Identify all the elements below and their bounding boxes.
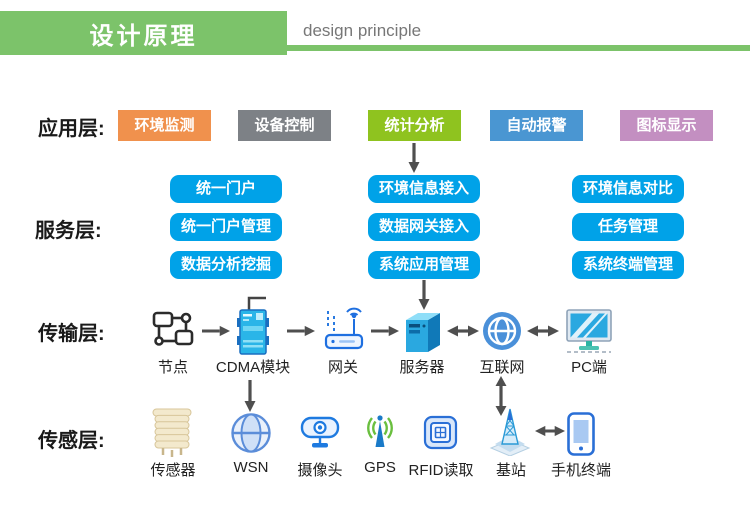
- sensing-layer-label: 传感层:: [38, 430, 105, 452]
- svc-btn-unified-portal: 统一门户: [170, 175, 282, 203]
- svc-btn-task-mgmt: 任务管理: [572, 213, 684, 241]
- internet-globe-icon: [483, 312, 521, 350]
- sensing-item-label: 基站: [495, 462, 526, 479]
- page-title-block: 设计原理: [0, 11, 287, 55]
- page-title: 设计原理: [89, 22, 198, 50]
- sensor-icon: [152, 408, 192, 457]
- svc-btn-env-info-access: 环境信息接入: [368, 175, 480, 203]
- sensing-item-label: GPS: [364, 459, 396, 476]
- app-box-icon-display: 图标显示: [620, 110, 713, 141]
- transport-item-label: CDMA模块: [215, 359, 291, 376]
- cdma-module-icon: [237, 296, 269, 355]
- service-layer-label: 服务层:: [35, 220, 102, 242]
- header-underline: [287, 45, 750, 51]
- camera-icon: [300, 416, 340, 448]
- transport-item-label: 服务器: [399, 359, 445, 376]
- svc-btn-data-mining: 数据分析挖掘: [170, 251, 282, 279]
- svc-btn-sys-app-mgmt: 系统应用管理: [368, 251, 480, 279]
- transport-item-label: 互联网: [479, 359, 525, 376]
- svc-btn-terminal-mgmt: 系统终端管理: [572, 251, 684, 279]
- application-layer-label: 应用层:: [38, 118, 105, 140]
- sensing-item-label: 摄像头: [297, 462, 343, 479]
- svc-btn-portal-mgmt: 统一门户管理: [170, 213, 282, 241]
- transport-item-label: PC端: [571, 359, 607, 376]
- app-box-statistics: 统计分析: [368, 110, 461, 141]
- svc-btn-env-info-compare: 环境信息对比: [572, 175, 684, 203]
- page-subtitle: design principle: [303, 21, 422, 40]
- gateway-router-icon: [324, 307, 364, 350]
- sensing-item-label: 传感器: [150, 462, 196, 479]
- arrow-double-vertical-icon: [495, 376, 507, 416]
- gps-antenna-icon: [367, 415, 393, 447]
- arrow-right-icon: [202, 325, 230, 337]
- transport-layer-label: 传输层:: [38, 323, 105, 345]
- arrow-double-horizontal-icon: [527, 325, 559, 337]
- arrow-down-icon: [418, 280, 430, 310]
- sensing-item-label: RFID读取: [408, 462, 474, 479]
- sensing-item-label: 手机终端: [550, 462, 611, 479]
- transport-item-label: 网关: [327, 359, 358, 376]
- transport-item-label: 节点: [157, 359, 188, 376]
- network-nodes-icon: [152, 311, 194, 346]
- app-box-auto-alarm: 自动报警: [490, 110, 583, 141]
- sensing-item-label: WSN: [233, 459, 269, 476]
- arrow-double-horizontal-icon: [535, 425, 565, 437]
- rfid-reader-icon: [423, 415, 458, 450]
- arrow-double-horizontal-icon: [447, 325, 479, 337]
- app-box-env-monitor: 环境监测: [118, 110, 211, 141]
- server-icon: [406, 313, 440, 352]
- arrow-right-icon: [371, 325, 399, 337]
- base-station-icon: [489, 408, 531, 456]
- svc-btn-gateway-access: 数据网关接入: [368, 213, 480, 241]
- arrow-down-icon: [408, 143, 420, 173]
- mobile-phone-icon: [567, 412, 595, 456]
- wsn-globe-icon: [231, 413, 271, 453]
- arrow-right-icon: [287, 325, 315, 337]
- app-box-device-control: 设备控制: [238, 110, 331, 141]
- arrow-down-icon: [244, 380, 256, 412]
- pc-monitor-icon: [566, 309, 612, 353]
